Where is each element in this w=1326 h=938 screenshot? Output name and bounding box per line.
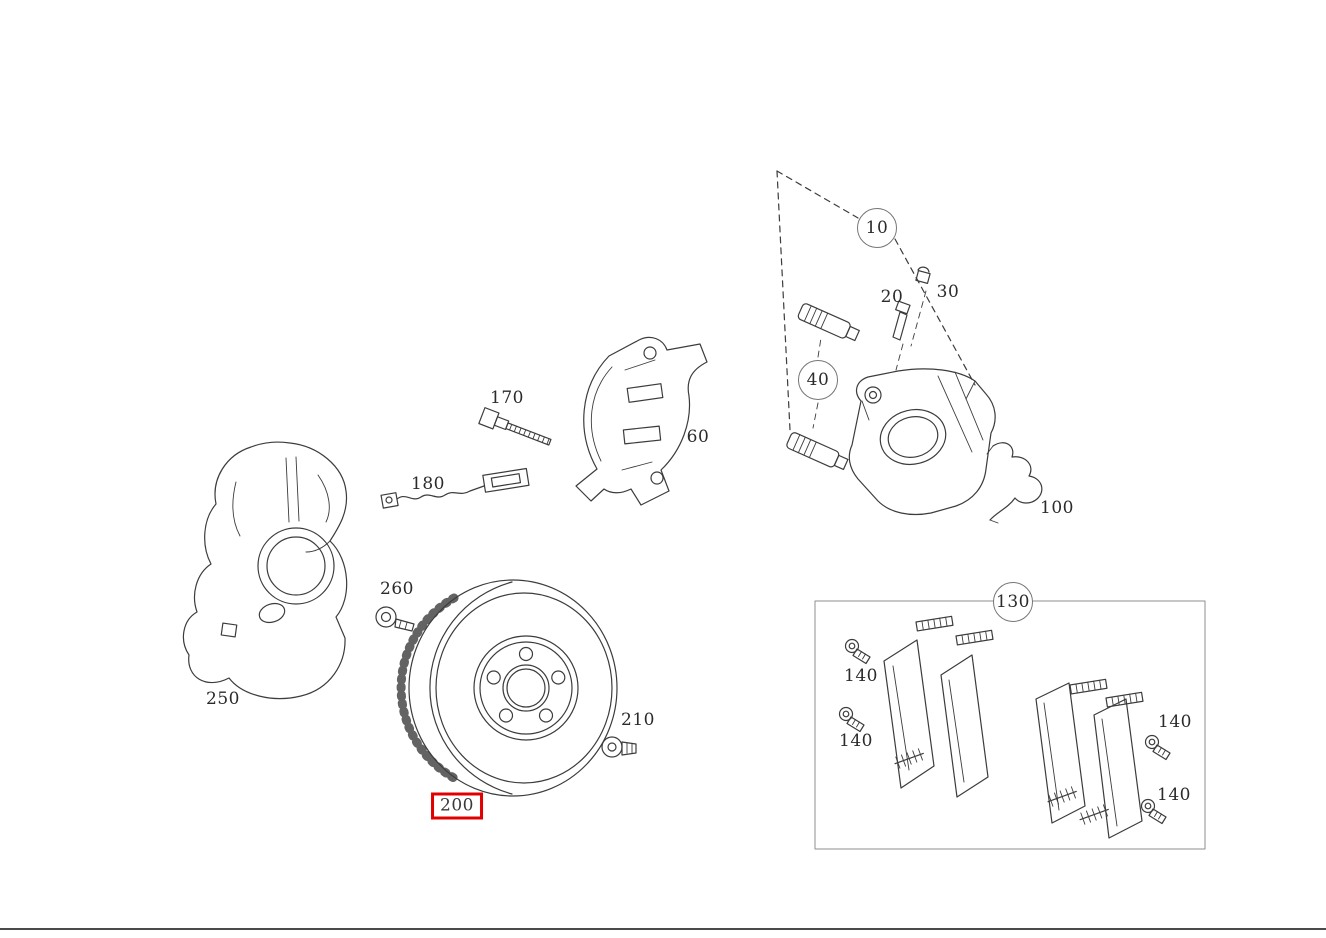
callout-100[interactable]: 100 bbox=[1040, 498, 1074, 518]
retaining-spring-drawing bbox=[986, 442, 1043, 524]
callout-250[interactable]: 250 bbox=[206, 689, 240, 709]
callout-40[interactable]: 40 bbox=[798, 360, 838, 400]
brake-pads-left-drawing bbox=[883, 615, 994, 798]
page-border-bottom bbox=[0, 928, 1326, 930]
caliper-carrier-drawing bbox=[575, 336, 708, 506]
callout-140d[interactable]: 140 bbox=[1157, 785, 1191, 805]
hub-bolt-drawing bbox=[375, 606, 415, 632]
pad-bolt-drawings bbox=[838, 638, 1171, 825]
brake-disc-drawing bbox=[396, 579, 618, 797]
callout-140a[interactable]: 140 bbox=[844, 666, 878, 686]
bleeder-valve-drawing bbox=[892, 300, 911, 341]
callout-200-highlighted[interactable]: 200 bbox=[431, 792, 483, 820]
callout-130[interactable]: 130 bbox=[993, 582, 1033, 622]
callout-140b[interactable]: 140 bbox=[839, 731, 873, 751]
callout-30[interactable]: 30 bbox=[936, 282, 960, 302]
callout-170[interactable]: 170 bbox=[490, 388, 524, 408]
callout-10[interactable]: 10 bbox=[857, 208, 897, 248]
brake-caliper-drawing bbox=[848, 368, 996, 516]
guide-pin-lower-drawing bbox=[786, 432, 849, 471]
callout-180[interactable]: 180 bbox=[411, 474, 445, 494]
disc-screw-drawing bbox=[601, 736, 637, 758]
guide-pin-upper-drawing bbox=[797, 303, 860, 342]
callout-260[interactable]: 260 bbox=[380, 579, 414, 599]
callout-210[interactable]: 210 bbox=[621, 710, 655, 730]
callout-20[interactable]: 20 bbox=[880, 287, 904, 307]
leader-lines bbox=[776, 170, 976, 431]
brake-pads-right-drawing bbox=[1035, 678, 1144, 839]
caliper-bolt-drawing bbox=[478, 407, 552, 446]
splash-shield-drawing bbox=[182, 441, 348, 700]
bleeder-cap-drawing bbox=[915, 266, 931, 284]
callout-60[interactable]: 60 bbox=[686, 427, 710, 447]
wear-sensor-drawing bbox=[380, 467, 530, 509]
callout-140c[interactable]: 140 bbox=[1158, 712, 1192, 732]
